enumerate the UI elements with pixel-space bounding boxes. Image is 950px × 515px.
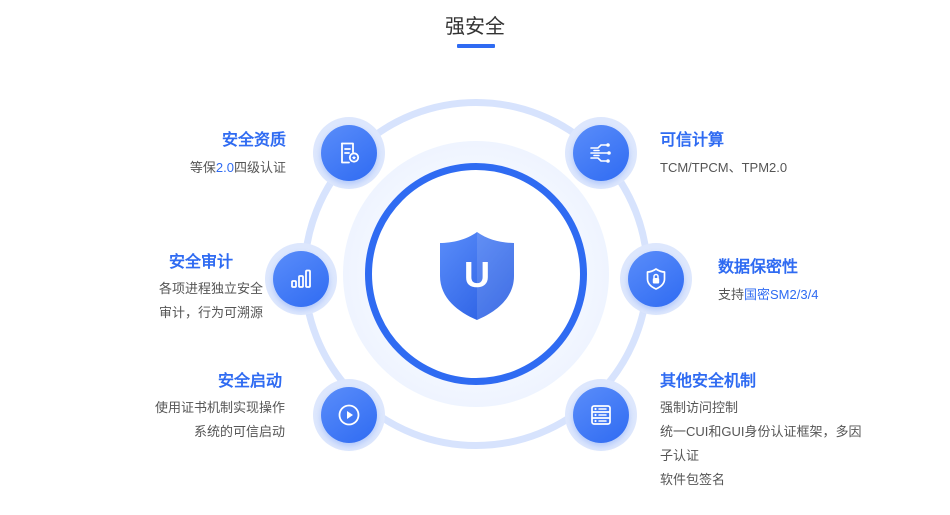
other-title: 其他安全机制 [660, 373, 757, 390]
shield-icon: U [440, 232, 514, 320]
qualification-desc-highlight: 2.0 [215, 160, 234, 175]
data-desc: 支持国密SM2/3/4 [718, 283, 818, 307]
other-desc-line-4: 软件包签名 [660, 472, 726, 487]
data-title: 数据保密性 [718, 259, 799, 276]
other-desc-line-1: 强制访问控制 [660, 400, 739, 415]
qualification-desc-prefix: 等保 [189, 160, 216, 175]
certificate-icon [341, 142, 360, 164]
shield-letter: U [464, 254, 490, 295]
audit-title: 安全审计 [168, 254, 233, 271]
node-other [565, 379, 637, 451]
audit-desc-line-2: 审计，行为可溯源 [158, 305, 263, 320]
lock-shield-icon [646, 268, 666, 290]
node-audit [265, 243, 337, 315]
boot-desc-line-1: 使用证书机制实现操作 [154, 400, 285, 415]
trusted-title: 可信计算 [660, 132, 725, 149]
node-qualification [313, 117, 385, 189]
node-trusted [565, 117, 637, 189]
title-underline [457, 44, 495, 48]
qualification-title: 安全资质 [221, 132, 286, 149]
boot-desc-line-2: 系统的可信启动 [193, 424, 285, 439]
node-boot [313, 379, 385, 451]
boot-title: 安全启动 [217, 373, 282, 390]
play-icon [338, 404, 360, 426]
qualification-desc-suffix: 四级认证 [233, 160, 286, 175]
audit-desc-line-1: 各项进程独立安全 [158, 281, 263, 296]
node-data [620, 243, 692, 315]
bar-chart-icon [291, 269, 311, 288]
server-list-icon [591, 405, 611, 425]
other-desc-line-2: 统一CUI和GUI身份认证框架，多因 [660, 424, 862, 439]
data-desc-highlight: 国密SM2/3/4 [744, 287, 819, 302]
data-desc-prefix: 支持 [718, 287, 745, 302]
other-desc-line-3: 子认证 [660, 448, 700, 463]
qualification-desc: 等保2.0四级认证 [190, 156, 286, 180]
circuit-icon [590, 143, 611, 163]
page-title: 强安全 [445, 16, 505, 38]
trusted-desc: TCM/TPCM、TPM2.0 [660, 160, 788, 175]
